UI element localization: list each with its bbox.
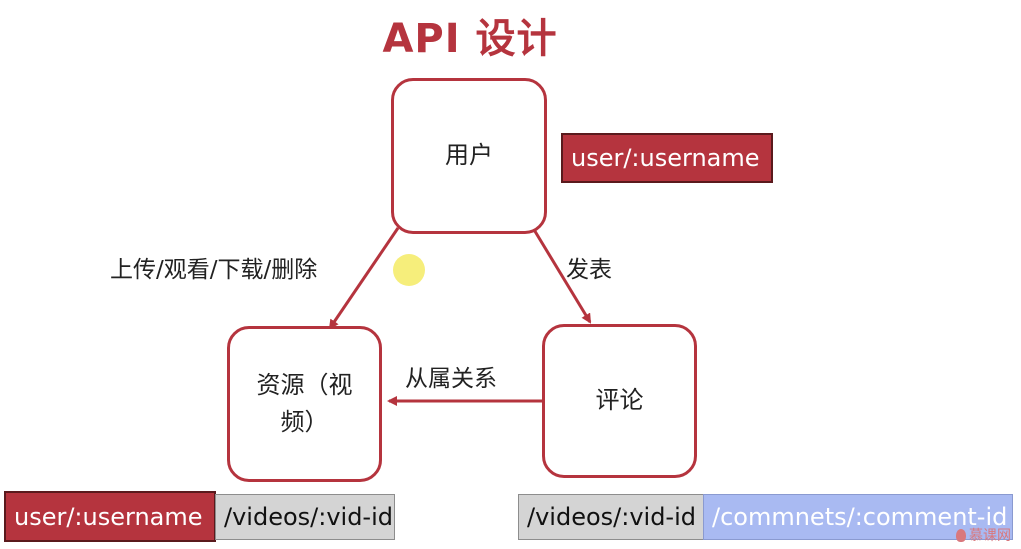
edge-label-comment-resource: 从属关系 <box>405 366 497 392</box>
route-tag-resource-user: user/:username <box>4 491 216 542</box>
edge-user-to-comment <box>531 227 592 324</box>
edge-label-user-comment: 发表 <box>566 257 612 283</box>
node-comment: 评论 <box>542 324 697 478</box>
page-title: API 设计 <box>382 16 558 62</box>
route-tag-user: user/:username <box>561 133 773 183</box>
node-resource-label: 资源（视频） <box>256 370 353 436</box>
edge-user-to-resource <box>328 227 400 330</box>
watermark: 慕课网 <box>956 525 1011 545</box>
route-tag-comment-videos: /videos/:vid-id <box>518 494 704 540</box>
node-comment-label: 评论 <box>595 386 644 415</box>
node-resource: 资源（视频） <box>227 326 382 482</box>
watermark-text: 慕课网 <box>969 528 1011 544</box>
route-tag-resource-videos: /videos/:vid-id <box>215 494 395 540</box>
node-user: 用户 <box>391 78 547 234</box>
flame-icon <box>956 528 966 542</box>
cursor-highlight <box>393 254 425 286</box>
node-user-label: 用户 <box>445 141 493 170</box>
edge-label-user-resource: 上传/观看/下载/删除 <box>110 257 318 283</box>
